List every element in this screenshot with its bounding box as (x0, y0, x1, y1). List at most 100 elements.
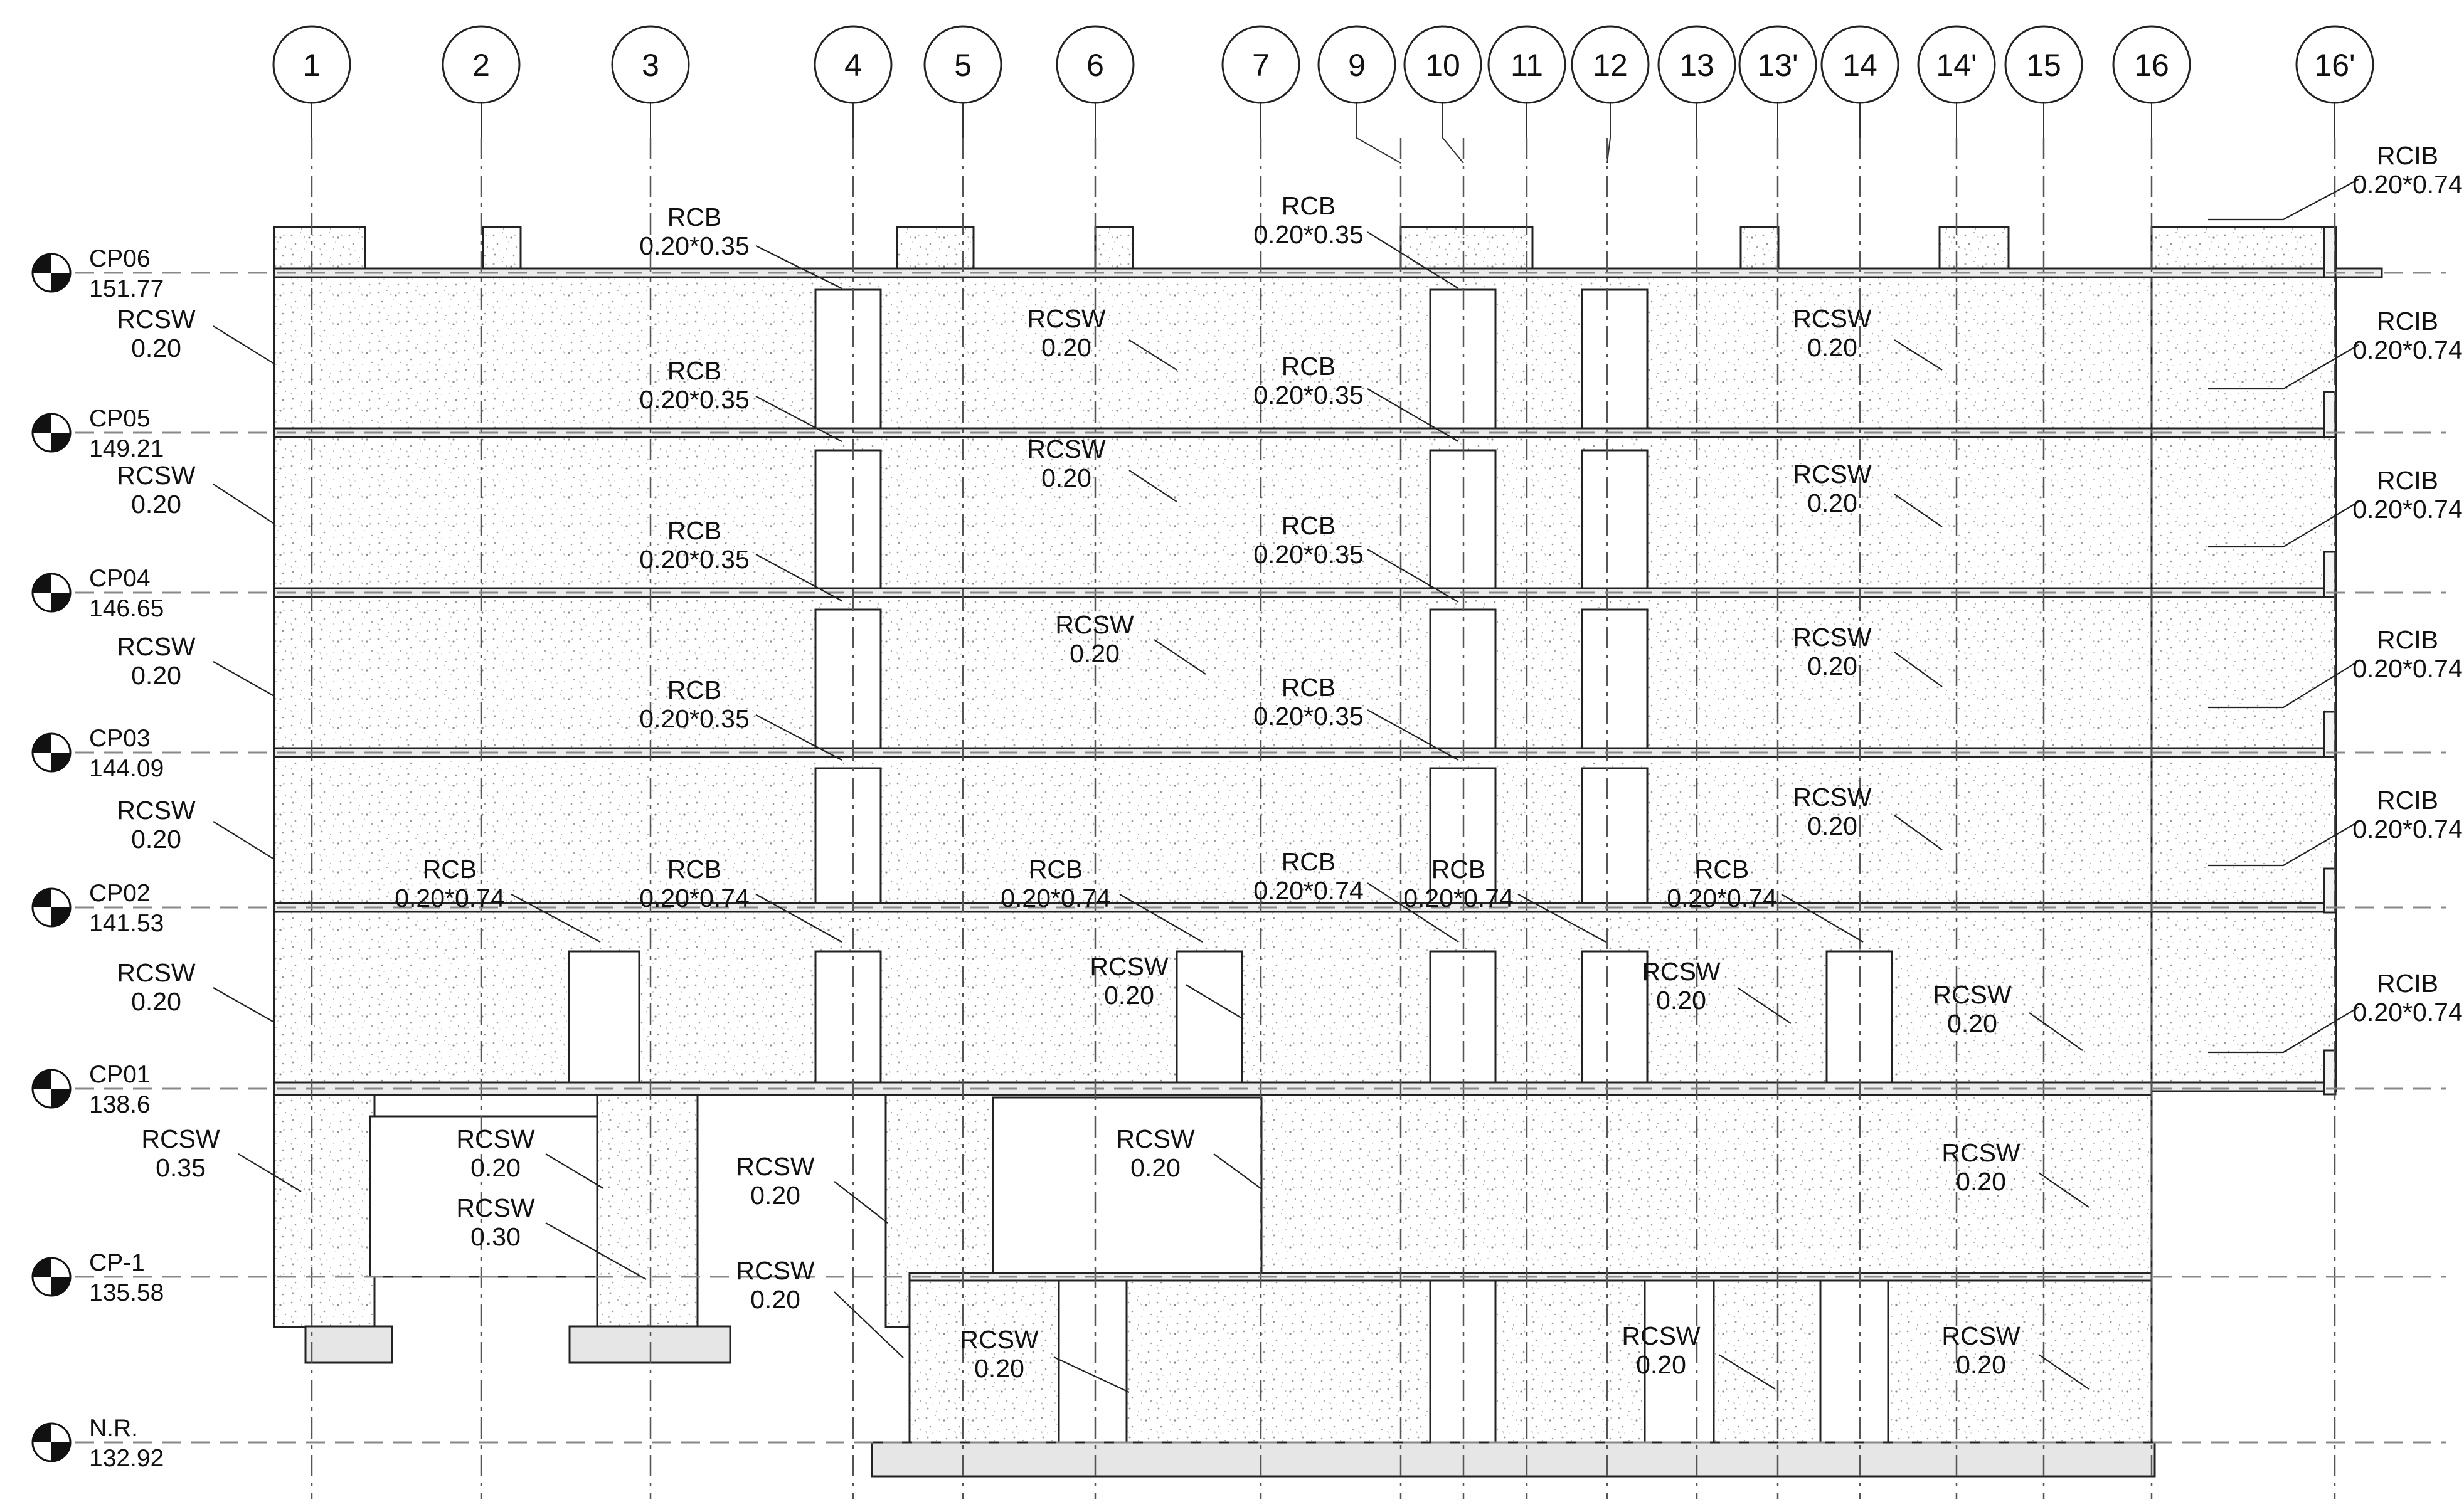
tag-leader (834, 1181, 888, 1224)
footing-axis-1 (304, 1325, 393, 1364)
tag-size: 0.20*0.35 (639, 704, 750, 733)
opening (1581, 950, 1649, 1090)
tag-type: RCSW (1116, 1124, 1195, 1153)
tag-type: RCSW (1642, 957, 1721, 986)
opening (568, 950, 640, 1090)
level-symbol-quadrant (33, 1258, 51, 1277)
tag-type: RCIB (2377, 786, 2438, 815)
opening (1581, 449, 1649, 594)
tag-size: 0.20*0.74 (2352, 170, 2463, 199)
tag-leader (2038, 1354, 2090, 1390)
tag-type: RCSW (1055, 610, 1134, 639)
level-symbol-quadrant (33, 889, 51, 907)
tag-size: 0.20*0.35 (639, 545, 750, 574)
tag-size: 0.20 (1070, 639, 1120, 668)
tag-leader (2029, 1012, 2083, 1051)
grid-bubble (1487, 25, 1566, 104)
level-name: CP06 (89, 245, 151, 272)
tag-leader (1894, 652, 1943, 687)
tag-size: 0.20 (1807, 812, 1857, 840)
grid-bubble (1820, 25, 1899, 104)
level-symbol-quadrant (51, 1277, 70, 1296)
tag-leader (2208, 821, 2359, 867)
cantilever-edge (2323, 226, 2337, 278)
level-name: CP05 (89, 405, 151, 432)
tag-size: 0.20 (974, 1354, 1024, 1383)
tag-size: 0.20 (1947, 1009, 1997, 1038)
roof-parapet (1094, 226, 1134, 270)
level-elevation: 146.65 (89, 595, 164, 622)
level-lines (75, 272, 2446, 1444)
tag-leader (511, 894, 601, 943)
level-elevation: 138.6 (89, 1091, 151, 1118)
tag-leader (1517, 894, 1606, 943)
tag-size: 0.30 (470, 1222, 521, 1251)
tag-size: 0.20 (1636, 1350, 1686, 1379)
tag-leaders (213, 179, 2359, 1393)
opening (1581, 767, 1649, 909)
roof-parapet (273, 226, 366, 270)
tag-size: 0.20 (1807, 333, 1857, 362)
tag-size: 0.20 (1656, 986, 1706, 1015)
tag-size: 0.20*0.74 (2352, 336, 2463, 364)
tag-size: 0.20 (1130, 1153, 1181, 1182)
level-elevation: 132.92 (89, 1445, 164, 1472)
tag-type: RCSW (141, 1124, 220, 1153)
tag-type: RCSW (456, 1193, 535, 1222)
level-symbol-quadrant (33, 1424, 51, 1442)
roof-parapet (896, 226, 975, 270)
tag-size: 0.20*0.74 (1667, 884, 1777, 912)
grid-label: 5 (954, 48, 972, 83)
tag-leader (213, 325, 275, 364)
level-symbol-quadrant (51, 273, 70, 292)
tag-leader (2208, 179, 2359, 221)
tag-type: RCSW (1941, 1138, 2021, 1167)
tag-leader (2208, 344, 2359, 390)
tag-size: 0.20*0.74 (395, 884, 505, 912)
tag-type: RCB (1029, 855, 1083, 884)
tag-leader (238, 1153, 302, 1192)
roof-parapet (1399, 226, 1534, 270)
tag-size: 0.20*0.74 (2352, 815, 2463, 843)
tag-leader (545, 1222, 647, 1280)
grid-bubble (442, 25, 521, 104)
grid-axes (311, 103, 2336, 1499)
tag-leader (755, 554, 842, 601)
tag-leader (834, 1291, 904, 1358)
tag-size: 0.20*0.35 (1253, 381, 1364, 410)
tag-size: 0.20 (1956, 1167, 2006, 1196)
tag-leader (1367, 882, 1459, 943)
tag-type: RCSW (117, 958, 196, 987)
tag-leader (1894, 494, 1943, 527)
tag-type: RCSW (960, 1325, 1039, 1354)
tag-size: 0.20 (1041, 463, 1091, 492)
grid-label: 16' (2314, 48, 2355, 83)
roof-parapet (1739, 226, 1780, 270)
tag-leader (1367, 388, 1459, 442)
tag-type: RCB (1431, 855, 1486, 884)
level-symbol-quadrant (33, 574, 51, 593)
opening (1581, 288, 1649, 434)
tag-type: RCB (1282, 673, 1336, 702)
tag-type: RCSW (736, 1256, 815, 1285)
tag-type: RCB (1282, 511, 1336, 540)
tag-size: 0.20*0.74 (1001, 884, 1111, 912)
tag-leader (755, 714, 842, 761)
tag-size: 0.20 (131, 987, 181, 1016)
